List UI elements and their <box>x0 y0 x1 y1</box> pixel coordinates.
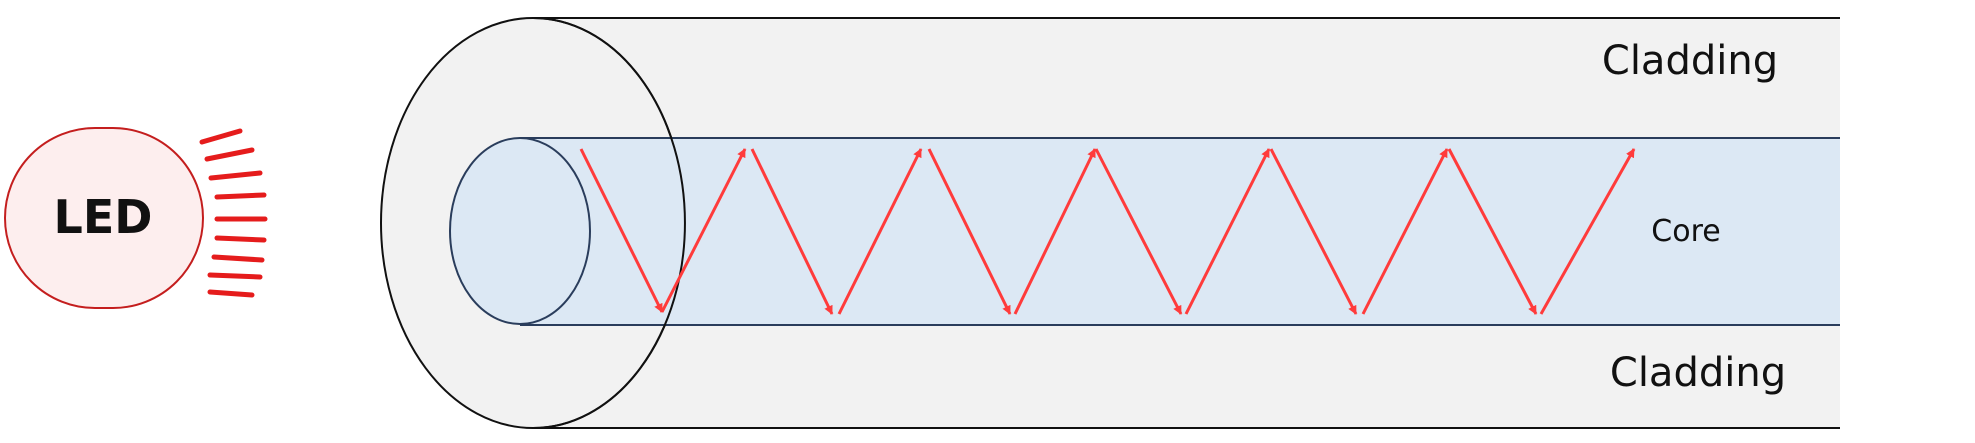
emission-line <box>207 272 263 280</box>
fiber-core <box>449 137 1840 326</box>
emission-line <box>211 254 265 263</box>
emission-line <box>204 147 255 162</box>
light-path <box>579 148 1636 315</box>
led-source: LED <box>4 127 204 309</box>
core-end-face <box>449 137 591 325</box>
light-ray-arrow <box>1013 148 1097 315</box>
light-ray-arrow <box>660 148 747 313</box>
emission-line <box>199 128 243 145</box>
light-ray-arrow <box>1539 148 1636 315</box>
cladding-top-label: Cladding <box>1602 38 1778 84</box>
light-ray-arrow <box>1447 148 1538 315</box>
led-label: LED <box>54 190 153 244</box>
emission-line <box>214 192 267 200</box>
light-ray-arrow <box>927 148 1012 315</box>
light-ray-arrow <box>837 148 923 315</box>
emission-line <box>214 235 267 243</box>
cladding-end-face-front-rim <box>532 17 686 429</box>
emission-line <box>208 170 263 181</box>
emission-line <box>207 289 255 298</box>
core-body <box>520 139 1840 324</box>
led-emission-rays <box>199 128 268 298</box>
led-body <box>4 127 204 309</box>
light-ray-arrow <box>1094 148 1183 315</box>
light-ray-arrow <box>1361 148 1449 315</box>
light-ray-arrow <box>579 148 664 313</box>
light-ray-arrow <box>1269 148 1358 315</box>
light-ray-arrow <box>1184 148 1271 315</box>
core-label: Core <box>1651 214 1720 249</box>
light-ray-arrow <box>750 148 834 315</box>
cladding-bottom-label: Cladding <box>1610 350 1786 396</box>
